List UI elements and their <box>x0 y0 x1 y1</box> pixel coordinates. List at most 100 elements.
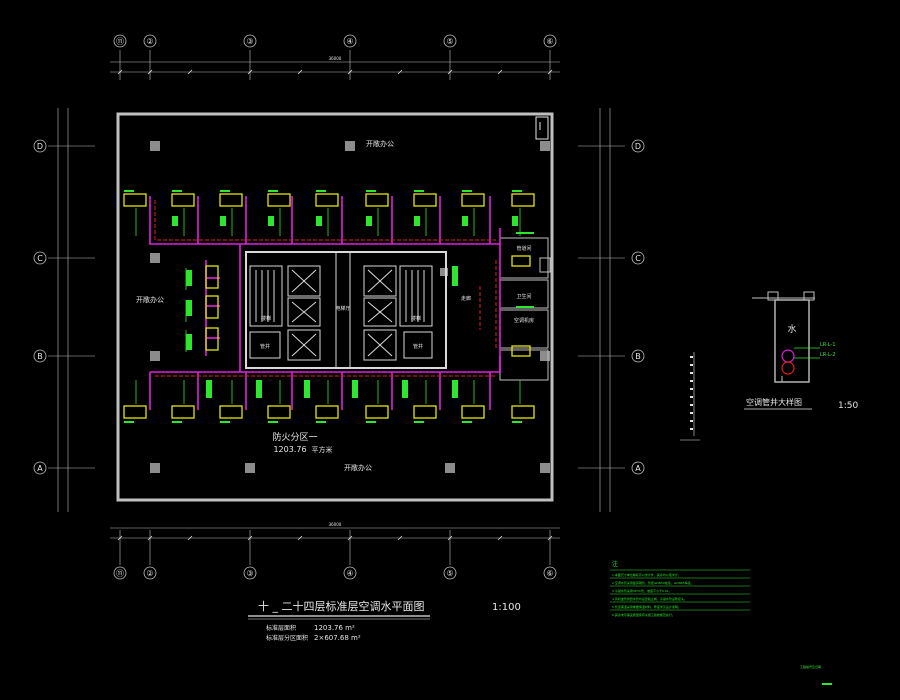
room-label-pipe-room: 管道间 <box>516 245 531 252</box>
legend-marks <box>690 356 693 430</box>
grid-bubble: ③ <box>243 566 257 580</box>
svg-text:⑪: ⑪ <box>116 37 124 46</box>
grid-bubble: ⑥ <box>543 34 557 48</box>
svg-text:C: C <box>635 254 641 263</box>
area-value-2: 2×607.68 m² <box>314 634 361 642</box>
grid-bubble: ⑪ <box>113 34 127 48</box>
shaft-detail-title: 空调管井大样图 <box>746 397 802 407</box>
building-core <box>245 251 447 369</box>
chilled-water-supply-pipes <box>149 196 501 410</box>
condensate-pipes <box>135 208 521 404</box>
fire-zone-label: 防火分区一 <box>272 431 317 443</box>
svg-text:⑥: ⑥ <box>546 569 553 578</box>
grid-bubble: ④ <box>343 566 357 580</box>
svg-text:②: ② <box>146 569 153 578</box>
svg-text:B: B <box>635 352 641 361</box>
grid-bubble: D <box>631 139 645 153</box>
grid-bubble: C <box>631 251 645 265</box>
svg-text:B: B <box>37 352 43 361</box>
notes-line: 1.本图尺寸单位除标高以米计外，其余均以毫米计。 <box>612 572 681 577</box>
shaft-detail <box>752 291 820 383</box>
grid-bubble: C <box>33 251 47 265</box>
notes-rules <box>610 569 750 611</box>
grid-bubble: ⑪ <box>113 566 127 580</box>
grid-bubble: B <box>631 349 645 363</box>
dimension-lines <box>57 61 611 539</box>
grid-bubble: ④ <box>343 34 357 48</box>
grid-bubble: ② <box>143 34 157 48</box>
room-label-shaft-east: 管井 <box>413 343 423 350</box>
fan-coil-units-west <box>205 265 219 351</box>
dim-bottom-overall: 36000 <box>329 522 342 527</box>
notes-line: 3.冷凝水管采用UPVC管，坡度不小于0.01。 <box>612 588 672 593</box>
grid-bubble: A <box>33 461 47 475</box>
shaft-pipe-label-1: LR-L-1 <box>820 342 836 348</box>
dim-top-overall: 36000 <box>329 56 342 61</box>
grid-bubble: D <box>33 139 47 153</box>
notes-footer-mark <box>822 683 832 685</box>
svg-text:C: C <box>37 254 43 263</box>
room-label-ac-room: 空调机房 <box>514 317 534 324</box>
grid-bubble: B <box>33 349 47 363</box>
room-label-elevator-lobby: 电梯厅 <box>335 305 350 312</box>
fan-coil-units-north <box>123 193 535 207</box>
room-label-office-west: 开敞办公 <box>136 295 164 304</box>
svg-text:⑥: ⑥ <box>546 37 553 46</box>
legend-column <box>680 352 700 441</box>
shaft-pipe-label-2: LR-L-2 <box>820 352 836 358</box>
svg-text:④: ④ <box>346 37 353 46</box>
chilled-water-return-pipes <box>154 200 497 377</box>
svg-text:⑪: ⑪ <box>116 569 124 578</box>
area-label-2: 标准层分区面积 <box>266 634 308 642</box>
grid-bubble: ⑤ <box>443 34 457 48</box>
roof-hatch <box>535 116 549 140</box>
building-outer-wall <box>116 112 554 502</box>
grid-bubble: ⑤ <box>443 566 457 580</box>
fire-zone-area: 1203.76 <box>273 445 306 454</box>
svg-text:③: ③ <box>246 37 253 46</box>
svg-text:⑤: ⑤ <box>446 569 453 578</box>
area-label-1: 标准层面积 <box>266 624 296 632</box>
notes-line: 6.其余未尽事宜按国家有关施工验收规范执行。 <box>612 612 675 617</box>
grid-bubble: ③ <box>243 34 257 48</box>
grid-bubbles-top: ⑪ ② ③ ④ ⑤ ⑥ <box>113 34 557 48</box>
grid-bubbles-right: D C B A <box>631 139 645 475</box>
svg-text:A: A <box>37 464 43 473</box>
room-label-corridor: 走廊 <box>461 295 471 302</box>
svg-text:D: D <box>635 142 641 151</box>
area-value-1: 1203.76 m² <box>314 624 355 632</box>
drawing-scale: 1:100 <box>492 602 521 613</box>
notes-line: 4.风机盘管供回水管均设置截止阀，冷凝水管设软接头。 <box>612 596 687 601</box>
fire-zone-unit: 平方米 <box>312 445 333 454</box>
room-label-office-north: 开敞办公 <box>366 139 394 148</box>
shaft-detail-water-label: 水 <box>787 323 796 335</box>
svg-text:⑤: ⑤ <box>446 37 453 46</box>
grid-bubbles-left: D C B A <box>33 139 47 475</box>
room-label-shaft-west: 管井 <box>260 343 270 350</box>
svg-text:③: ③ <box>246 569 253 578</box>
room-label-stair-west: 楼梯 <box>261 315 271 322</box>
dimension-ticks <box>117 69 553 541</box>
notes-line: 2.空调水管采用镀锌钢管，管径≤DN50丝接，≥DN65焊接。 <box>612 580 694 585</box>
notes-footer: 工程编号及日期 <box>800 664 821 669</box>
grid-bubble: A <box>631 461 645 475</box>
fan-coil-units-south <box>123 405 535 419</box>
room-label-office-south: 开敞办公 <box>344 463 372 472</box>
notes-heading: 注 <box>612 560 618 568</box>
notes-line: 5.管道保温采用橡塑保温材料，厚度详见设计说明。 <box>612 604 681 609</box>
grid-bubbles-bottom: ⑪ ② ③ ④ ⑤ ⑥ <box>113 566 557 580</box>
fan-coil-units-east <box>511 255 531 357</box>
fcu-annotation-marks <box>124 190 534 423</box>
room-label-toilet: 卫生间 <box>516 293 531 300</box>
grid-axes <box>48 50 625 565</box>
svg-text:②: ② <box>146 37 153 46</box>
shaft-detail-scale: 1:50 <box>838 401 858 411</box>
svg-text:A: A <box>635 464 641 473</box>
grid-bubble: ② <box>143 566 157 580</box>
svg-text:D: D <box>37 142 43 151</box>
drawing-title: 十 _ 二十四层标准层空调水平面图 <box>258 599 425 613</box>
grid-bubble: ⑥ <box>543 566 557 580</box>
svg-text:④: ④ <box>346 569 353 578</box>
room-label-stair-east: 楼梯 <box>411 315 421 322</box>
